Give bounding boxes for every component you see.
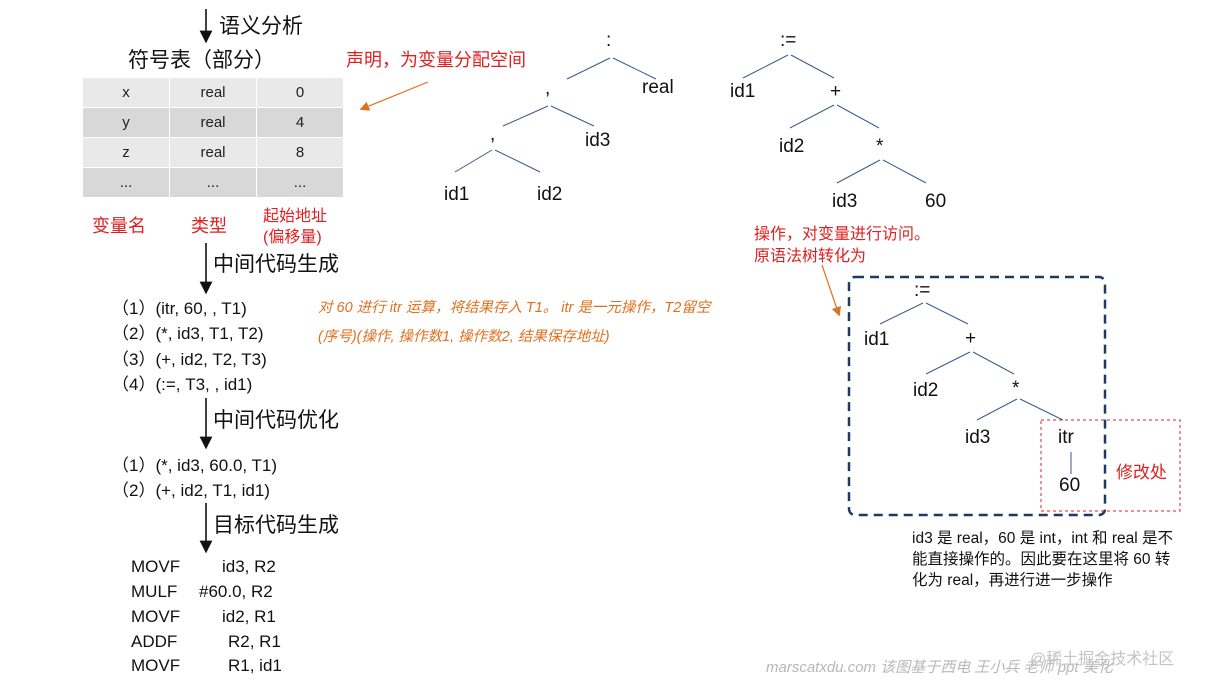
watermark-site: marscatxdu.com 该图基于西电 王小兵 老师 ppt 美化 <box>766 659 1113 676</box>
table-cell: ... <box>82 167 170 198</box>
decl-node-id2: id2 <box>537 184 563 205</box>
phase-target-gen: 目标代码生成 <box>213 514 339 537</box>
phase-intermediate-opt: 中间代码优化 <box>213 409 339 432</box>
watermark-community: @稀土掘金技术社区 <box>1030 651 1175 668</box>
table-cell: 0 <box>256 77 344 108</box>
operate-annotation-2: 原语法树转化为 <box>754 248 867 265</box>
col-label-offset: (偏移量) <box>263 229 322 246</box>
table-row: z real 8 <box>82 137 344 168</box>
assign-node-id1: id1 <box>730 81 756 102</box>
conv-node-id1: id1 <box>864 329 890 350</box>
table-cell: 8 <box>256 137 344 168</box>
quad-line: （4）(:=, T3, , id1) <box>112 375 253 394</box>
decl-node-colon: : <box>606 30 612 51</box>
col-label-name: 变量名 <box>92 216 146 236</box>
assign-node-60: 60 <box>925 191 947 212</box>
phase-semantic: 语义分析 <box>219 15 303 38</box>
asm-op: ADDF <box>131 632 178 651</box>
asm-args: R1, id1 <box>228 656 282 675</box>
quad-line: （3）(+, id2, T2, T3) <box>112 350 267 369</box>
assign-node-id2: id2 <box>779 136 805 157</box>
table-cell: real <box>169 77 257 108</box>
asm-args: id2, R1 <box>222 607 276 626</box>
table-cell: z <box>82 137 170 168</box>
type-conversion-note: id3 是 real，60 是 int，int 和 real 是不能直接操作的。… <box>912 530 1174 589</box>
opt-line: （2）(+, id2, T1, id1) <box>112 481 270 500</box>
decl-node-real: real <box>642 77 674 98</box>
asm-op: MOVF <box>131 557 181 576</box>
table-row: x real 0 <box>82 77 344 108</box>
decl-node-comma: , <box>545 78 551 99</box>
assign-node-assign: := <box>780 30 797 51</box>
asm-op: MOVF <box>131 656 181 675</box>
quad-line: （1）(itr, 60, , T1) <box>112 299 247 318</box>
operate-annotation: 操作，对变量进行访问。 <box>754 226 931 243</box>
quad-format-note: (序号)(操作, 操作数1, 操作数2, 结果保存地址) <box>318 329 610 345</box>
table-cell: real <box>169 137 257 168</box>
asm-args: #60.0, R2 <box>199 582 273 601</box>
asm-args: R2, R1 <box>228 632 281 651</box>
asm-args: id3, R2 <box>222 557 276 576</box>
table-cell: ... <box>169 167 257 198</box>
declare-annotation: 声明，为变量分配空间 <box>346 50 526 70</box>
conv-node-id3: id3 <box>965 427 991 448</box>
conv-node-itr: itr <box>1058 427 1074 448</box>
asm-op: MOVF <box>131 607 181 626</box>
assign-node-plus: + <box>830 81 842 102</box>
col-label-address: 起始地址 <box>263 208 328 225</box>
converted-tree-box <box>847 275 1107 517</box>
opt-line: （1）(*, id3, 60.0, T1) <box>112 456 278 475</box>
assign-tree-edges <box>742 54 927 184</box>
phase-intermediate-gen: 中间代码生成 <box>213 253 339 276</box>
table-cell: real <box>169 107 257 138</box>
quad-note: 对 60 进行 itr 运算，将结果存入 T1。 itr 是一元操作，T2留空 <box>318 300 711 316</box>
asm-op: MULF <box>131 582 178 601</box>
assign-node-mul: * <box>876 136 884 157</box>
table-row: y real 4 <box>82 107 344 138</box>
symbol-table-title: 符号表（部分） <box>128 49 275 72</box>
conv-node-mul: * <box>1012 378 1020 399</box>
assign-node-id3: id3 <box>832 191 858 212</box>
modified-box <box>1040 419 1181 512</box>
modified-annotation: 修改处 <box>1116 463 1167 482</box>
quad-line: （2）(*, id3, T1, T2) <box>112 324 264 343</box>
table-cell: x <box>82 77 170 108</box>
conv-node-assign: := <box>914 280 931 301</box>
arrow-declare <box>359 81 429 111</box>
col-label-type: 类型 <box>191 216 227 236</box>
conv-node-plus: + <box>965 328 977 349</box>
decl-tree-edges <box>454 57 657 173</box>
arrow-operate <box>821 264 841 317</box>
table-cell: y <box>82 107 170 138</box>
decl-node-id1: id1 <box>444 184 470 205</box>
decl-node-id3: id3 <box>585 130 611 151</box>
symbol-table: x real 0 y real 4 z real 8 ... ... ... <box>82 77 344 198</box>
table-cell: ... <box>256 167 344 198</box>
decl-node-comma: , <box>490 124 496 145</box>
table-row: ... ... ... <box>82 167 344 198</box>
conv-node-60: 60 <box>1059 475 1081 496</box>
converted-tree-edges <box>879 302 1072 474</box>
table-cell: 4 <box>256 107 344 138</box>
conv-node-id2: id2 <box>913 380 939 401</box>
